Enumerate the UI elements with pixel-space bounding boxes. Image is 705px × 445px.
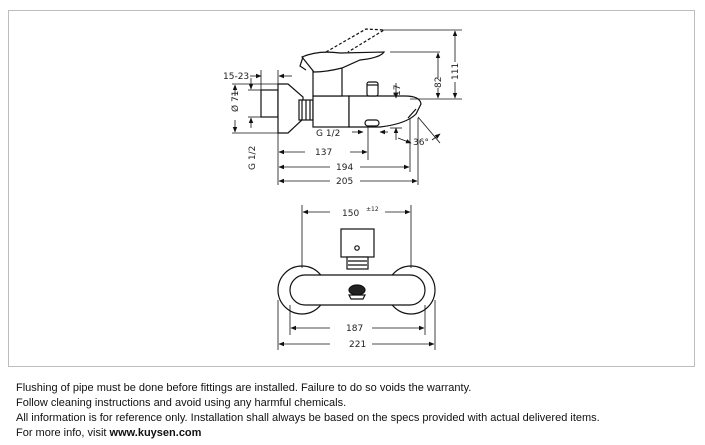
dim-111: 111 [451, 63, 461, 80]
spout-outlet [348, 284, 366, 296]
dim-angle-36: 36° [413, 138, 429, 148]
dim-221: 221 [349, 340, 366, 350]
note-cleaning: Follow cleaning instructions and avoid u… [16, 397, 347, 409]
dim-187: 187 [346, 324, 363, 334]
valve-body [312, 95, 350, 128]
dim-194: 194 [336, 163, 353, 173]
dim-205: 205 [336, 177, 353, 187]
technical-drawing: 15-23 Ø 71 G 1/2 G 1/2 17 82 111 36° 137… [223, 28, 462, 350]
dim-g12-outlet: G 1/2 [316, 129, 340, 139]
side-view [260, 28, 422, 134]
lever-raised [325, 28, 386, 53]
pipe-stub [260, 89, 279, 118]
dim-15-23: 15-23 [223, 72, 249, 82]
lever [301, 51, 386, 73]
dim-150: 150 [342, 209, 359, 219]
note-flushing: Flushing of pipe must be done before fit… [16, 382, 472, 394]
dim-tolerance: ±12 [366, 206, 379, 213]
note-reference: All information is for reference only. I… [16, 412, 600, 424]
note-more-info: For more info, visit www.kuysen.com [16, 426, 600, 441]
dim-82: 82 [434, 77, 444, 88]
dim-17: 17 [393, 85, 403, 96]
spout [348, 95, 422, 128]
dim-137: 137 [315, 148, 332, 158]
notes: Flushing of pipe must be done before fit… [16, 381, 600, 441]
dim-g12-vertical: G 1/2 [248, 146, 258, 170]
website-link[interactable]: www.kuysen.com [109, 427, 202, 439]
drawing-frame [8, 10, 695, 367]
more-info-prefix: For more info, visit [16, 427, 110, 439]
dim-diameter-71: Ø 71 [230, 91, 241, 112]
front-view [277, 228, 436, 315]
cartridge-front [340, 228, 375, 258]
